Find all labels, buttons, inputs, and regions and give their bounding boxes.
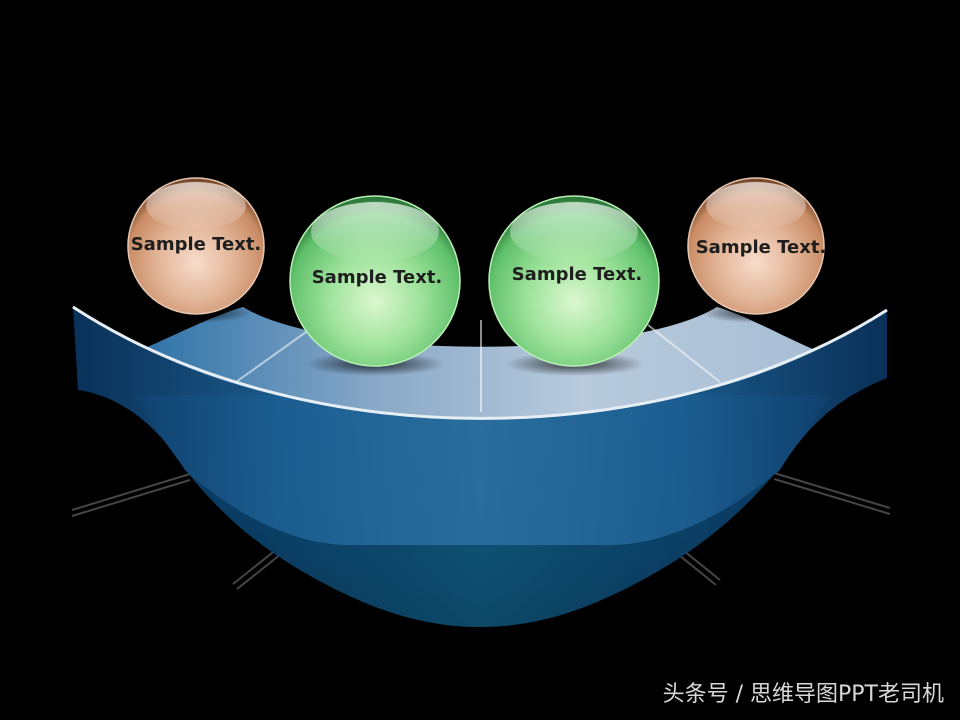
band-dividers: [235, 320, 721, 412]
ball-3: Sample Text.: [488, 195, 660, 367]
ball-1-label: Sample Text.: [131, 234, 262, 255]
ball-4: Sample Text.: [687, 177, 827, 315]
bowl-wings: [73, 307, 887, 545]
ball-1: Sample Text.: [127, 177, 265, 315]
ball-4-label: Sample Text.: [696, 237, 827, 258]
ball-2: Sample Text.: [289, 195, 461, 367]
ball-2-label: Sample Text.: [312, 267, 443, 288]
watermark: 头条号 / 思维导图PPT老司机: [662, 682, 944, 707]
ball-3-label: Sample Text.: [512, 264, 643, 285]
bowl-rim: [72, 305, 888, 420]
